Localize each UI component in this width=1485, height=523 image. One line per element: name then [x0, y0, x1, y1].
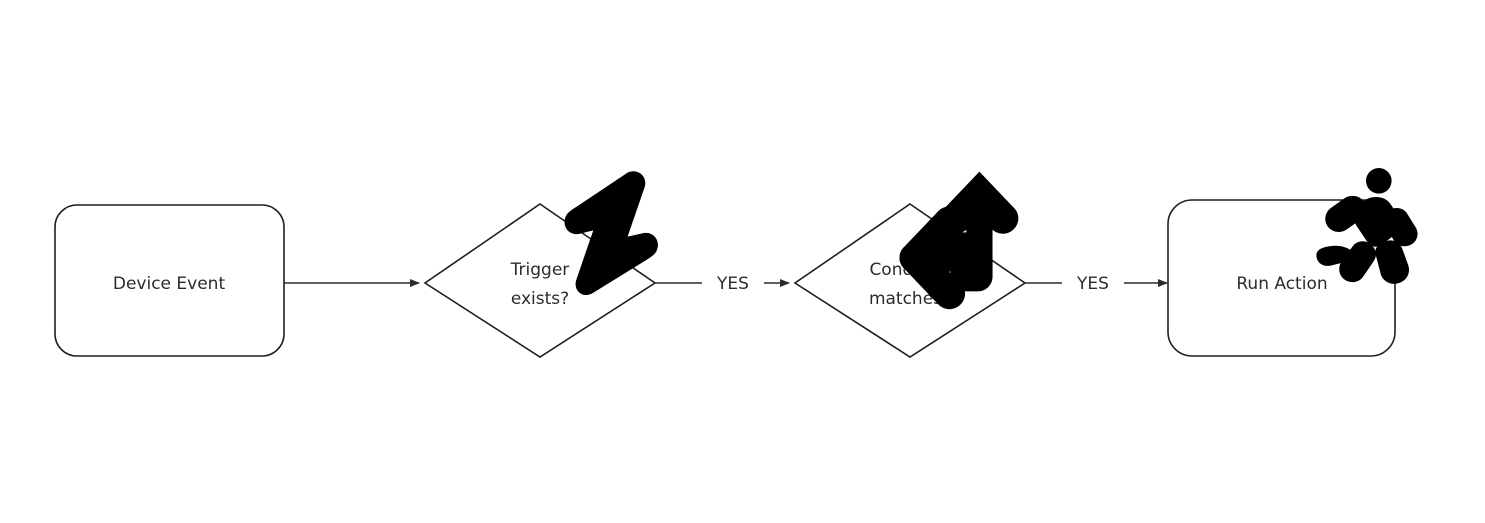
edge-label-yes-2: YES [1076, 274, 1109, 294]
running-person-icon [1316, 168, 1418, 284]
branch-arrow-icon [899, 171, 1019, 310]
edge-trigger-to-condition: YES [655, 274, 790, 294]
trigger-exists-label-line1: Trigger [510, 260, 570, 280]
node-device-event[interactable]: Device Event [54, 204, 285, 357]
run-action-label: Run Action [1236, 274, 1327, 294]
edge-condition-to-run-action: YES [1025, 274, 1168, 294]
device-event-box[interactable] [54, 204, 285, 357]
trigger-exists-label-line2: exists? [511, 289, 569, 309]
lightning-bolt-icon [564, 171, 658, 296]
node-run-action[interactable]: Run Action [1167, 199, 1396, 357]
edge-label-yes-1: YES [716, 274, 749, 294]
device-event-label: Device Event [113, 274, 226, 294]
